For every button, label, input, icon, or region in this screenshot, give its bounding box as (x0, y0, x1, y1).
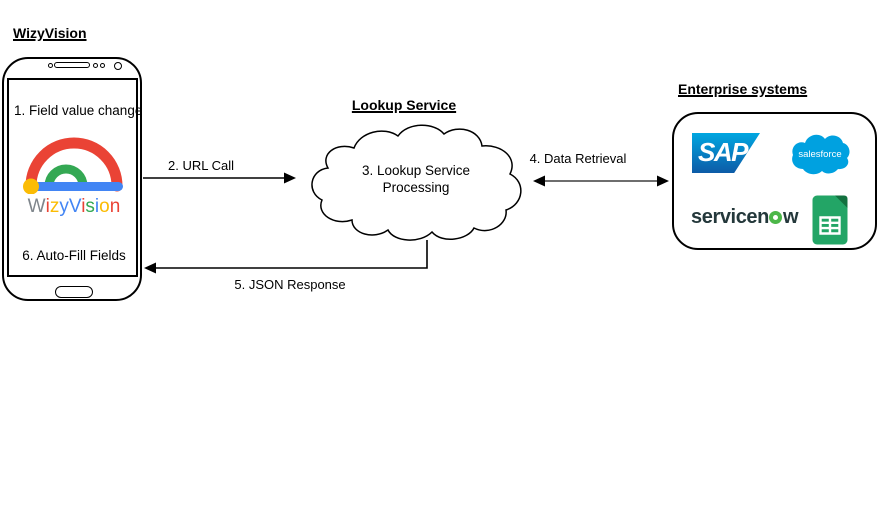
cloud-processing-label: 3. Lookup Service Processing (330, 162, 502, 196)
sap-logo-text: SAP (698, 137, 748, 167)
data-retrieval-right-arrowhead-icon (657, 175, 669, 187)
phone-sensor-dot-icon (48, 63, 53, 68)
servicenow-o-icon (769, 211, 783, 224)
enterprise-systems-box: SAP salesforce servicen w (672, 112, 877, 250)
lookup-service-title: Lookup Service (351, 97, 457, 113)
url-call-label: 2. URL Call (168, 158, 234, 173)
cloud-label-line2: Processing (382, 180, 450, 195)
enterprise-systems-title: Enterprise systems (678, 81, 808, 97)
wizyvision-logo-icon (23, 137, 123, 194)
sap-logo: SAP (692, 133, 760, 173)
data-retrieval-left-arrowhead-icon (533, 175, 545, 187)
salesforce-logo-text: salesforce (798, 149, 841, 160)
phone-sensor-dot-icon (93, 63, 98, 68)
google-sheets-icon (812, 195, 848, 245)
step1-field-value-change-label: 1. Field value change (14, 103, 143, 118)
phone-sensor-dot-icon (100, 63, 105, 68)
cloud-label-line1: 3. Lookup Service (361, 163, 471, 178)
url-call-arrowhead-icon (284, 172, 296, 184)
step6-auto-fill-fields-label: 6. Auto-Fill Fields (22, 248, 126, 263)
wizyvision-title: WizyVision (13, 25, 87, 41)
json-response-label: 5. JSON Response (234, 277, 346, 292)
json-response-arrow-line (152, 240, 428, 269)
phone-camera-icon (114, 62, 122, 70)
servicenow-logo: servicen w (691, 206, 799, 229)
lookup-service-cloud (311, 124, 522, 241)
servicenow-text-right: w (782, 206, 799, 228)
wizyvision-logo-wordmark: WizyVision (27, 196, 121, 217)
data-retrieval-label: 4. Data Retrieval (529, 151, 627, 166)
phone-home-button-icon (55, 286, 93, 298)
servicenow-text-left: servicen (691, 206, 769, 228)
salesforce-logo: salesforce (792, 134, 850, 175)
phone-speaker-icon (54, 62, 90, 68)
phone-frame: 1. Field value change WizyVision 6. Auto… (2, 57, 142, 301)
json-response-arrowhead-icon (144, 262, 156, 274)
